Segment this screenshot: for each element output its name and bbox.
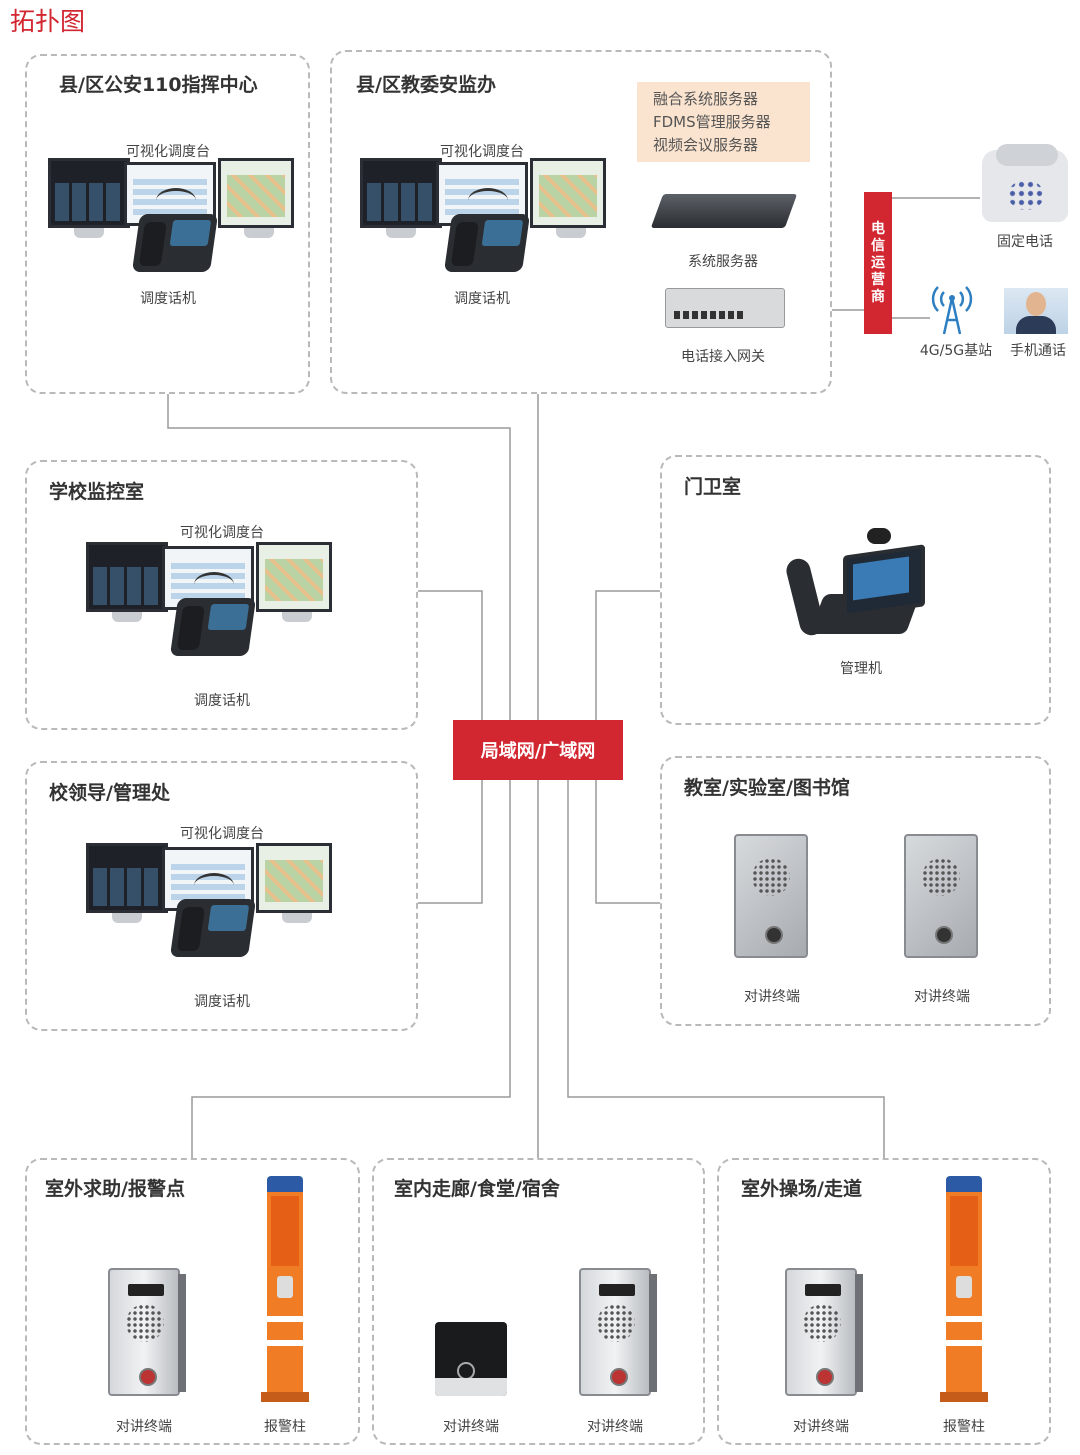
intercom-terminal-image — [785, 1268, 863, 1396]
device-label: 对讲终端 — [793, 1419, 849, 1435]
box-title: 室外操场/走道 — [741, 1178, 862, 1200]
console-label: 可视化调度台 — [180, 826, 264, 842]
base-station-label: 4G/5G基站 — [919, 343, 993, 359]
phone-label: 调度话机 — [194, 693, 250, 709]
dispatch-console-image — [86, 843, 332, 957]
device-label: 管理机 — [840, 661, 882, 677]
base-station-icon — [931, 286, 973, 335]
info-line: FDMS管理服务器 — [653, 113, 771, 131]
box-title: 校领导/管理处 — [49, 782, 170, 804]
device-label: 对讲终端 — [914, 989, 970, 1005]
box-title: 室外求助/报警点 — [45, 1178, 185, 1200]
page-title: 拓扑图 — [10, 7, 86, 36]
device-label: 报警柱 — [264, 1419, 306, 1435]
info-line: 视频会议服务器 — [653, 136, 759, 154]
gateway-label: 电话接入网关 — [681, 349, 765, 365]
mini-intercom-image — [435, 1322, 507, 1396]
server-info-box: 融合系统服务器 FDMS管理服务器 视频会议服务器 — [637, 82, 810, 162]
phone-gateway-image — [665, 288, 785, 328]
console-label: 可视化调度台 — [440, 144, 524, 160]
intercom-terminal-image — [579, 1268, 657, 1396]
device-label: 报警柱 — [943, 1419, 985, 1435]
intercom-terminal-image — [734, 834, 808, 958]
box-title: 县/区公安110指挥中心 — [59, 74, 258, 96]
lan-wan-hub: 局域网/广域网 — [453, 720, 623, 780]
box-title: 学校监控室 — [49, 481, 145, 503]
mobile-call-image — [1004, 288, 1068, 334]
server-label: 系统服务器 — [688, 254, 758, 270]
dispatch-console-image — [86, 542, 332, 656]
alarm-pillar-image — [261, 1176, 309, 1402]
intercom-terminal-image — [904, 834, 978, 958]
info-line: 融合系统服务器 — [653, 90, 759, 108]
device-label: 对讲终端 — [744, 989, 800, 1005]
mobile-label: 手机通话 — [1010, 343, 1066, 359]
phone-label: 调度话机 — [140, 291, 196, 307]
device-label: 对讲终端 — [443, 1419, 499, 1435]
box-outdoor-help-point: 室外求助/报警点 — [25, 1158, 360, 1445]
system-server-image — [650, 194, 798, 228]
fixed-phone-image — [982, 144, 1068, 222]
phone-label: 调度话机 — [194, 994, 250, 1010]
phone-label: 调度话机 — [454, 291, 510, 307]
console-label: 可视化调度台 — [126, 144, 210, 160]
alarm-pillar-image — [940, 1176, 988, 1402]
box-title: 教室/实验室/图书馆 — [684, 777, 850, 799]
telecom-char: 电 — [871, 220, 885, 237]
device-label: 对讲终端 — [116, 1419, 172, 1435]
dispatch-console-image — [360, 158, 606, 272]
box-title: 门卫室 — [684, 476, 742, 498]
device-label: 对讲终端 — [587, 1419, 643, 1435]
fixed-phone-label: 固定电话 — [997, 234, 1053, 250]
telecom-char: 运 — [871, 254, 885, 271]
box-title: 室内走廊/食堂/宿舍 — [394, 1178, 560, 1200]
telecom-char: 营 — [871, 271, 885, 288]
telecom-operator-bar: 电 信 运 营 商 — [864, 192, 892, 334]
console-label: 可视化调度台 — [180, 525, 264, 541]
management-terminal-image — [783, 528, 925, 640]
intercom-terminal-image — [108, 1268, 186, 1396]
dispatch-console-image — [48, 158, 294, 272]
box-classroom-lab-library: 教室/实验室/图书馆 — [660, 756, 1051, 1026]
telecom-char: 信 — [871, 237, 885, 254]
box-outdoor-field-walkway: 室外操场/走道 — [717, 1158, 1051, 1445]
box-title: 县/区教委安监办 — [356, 74, 496, 96]
telecom-char: 商 — [871, 288, 885, 305]
